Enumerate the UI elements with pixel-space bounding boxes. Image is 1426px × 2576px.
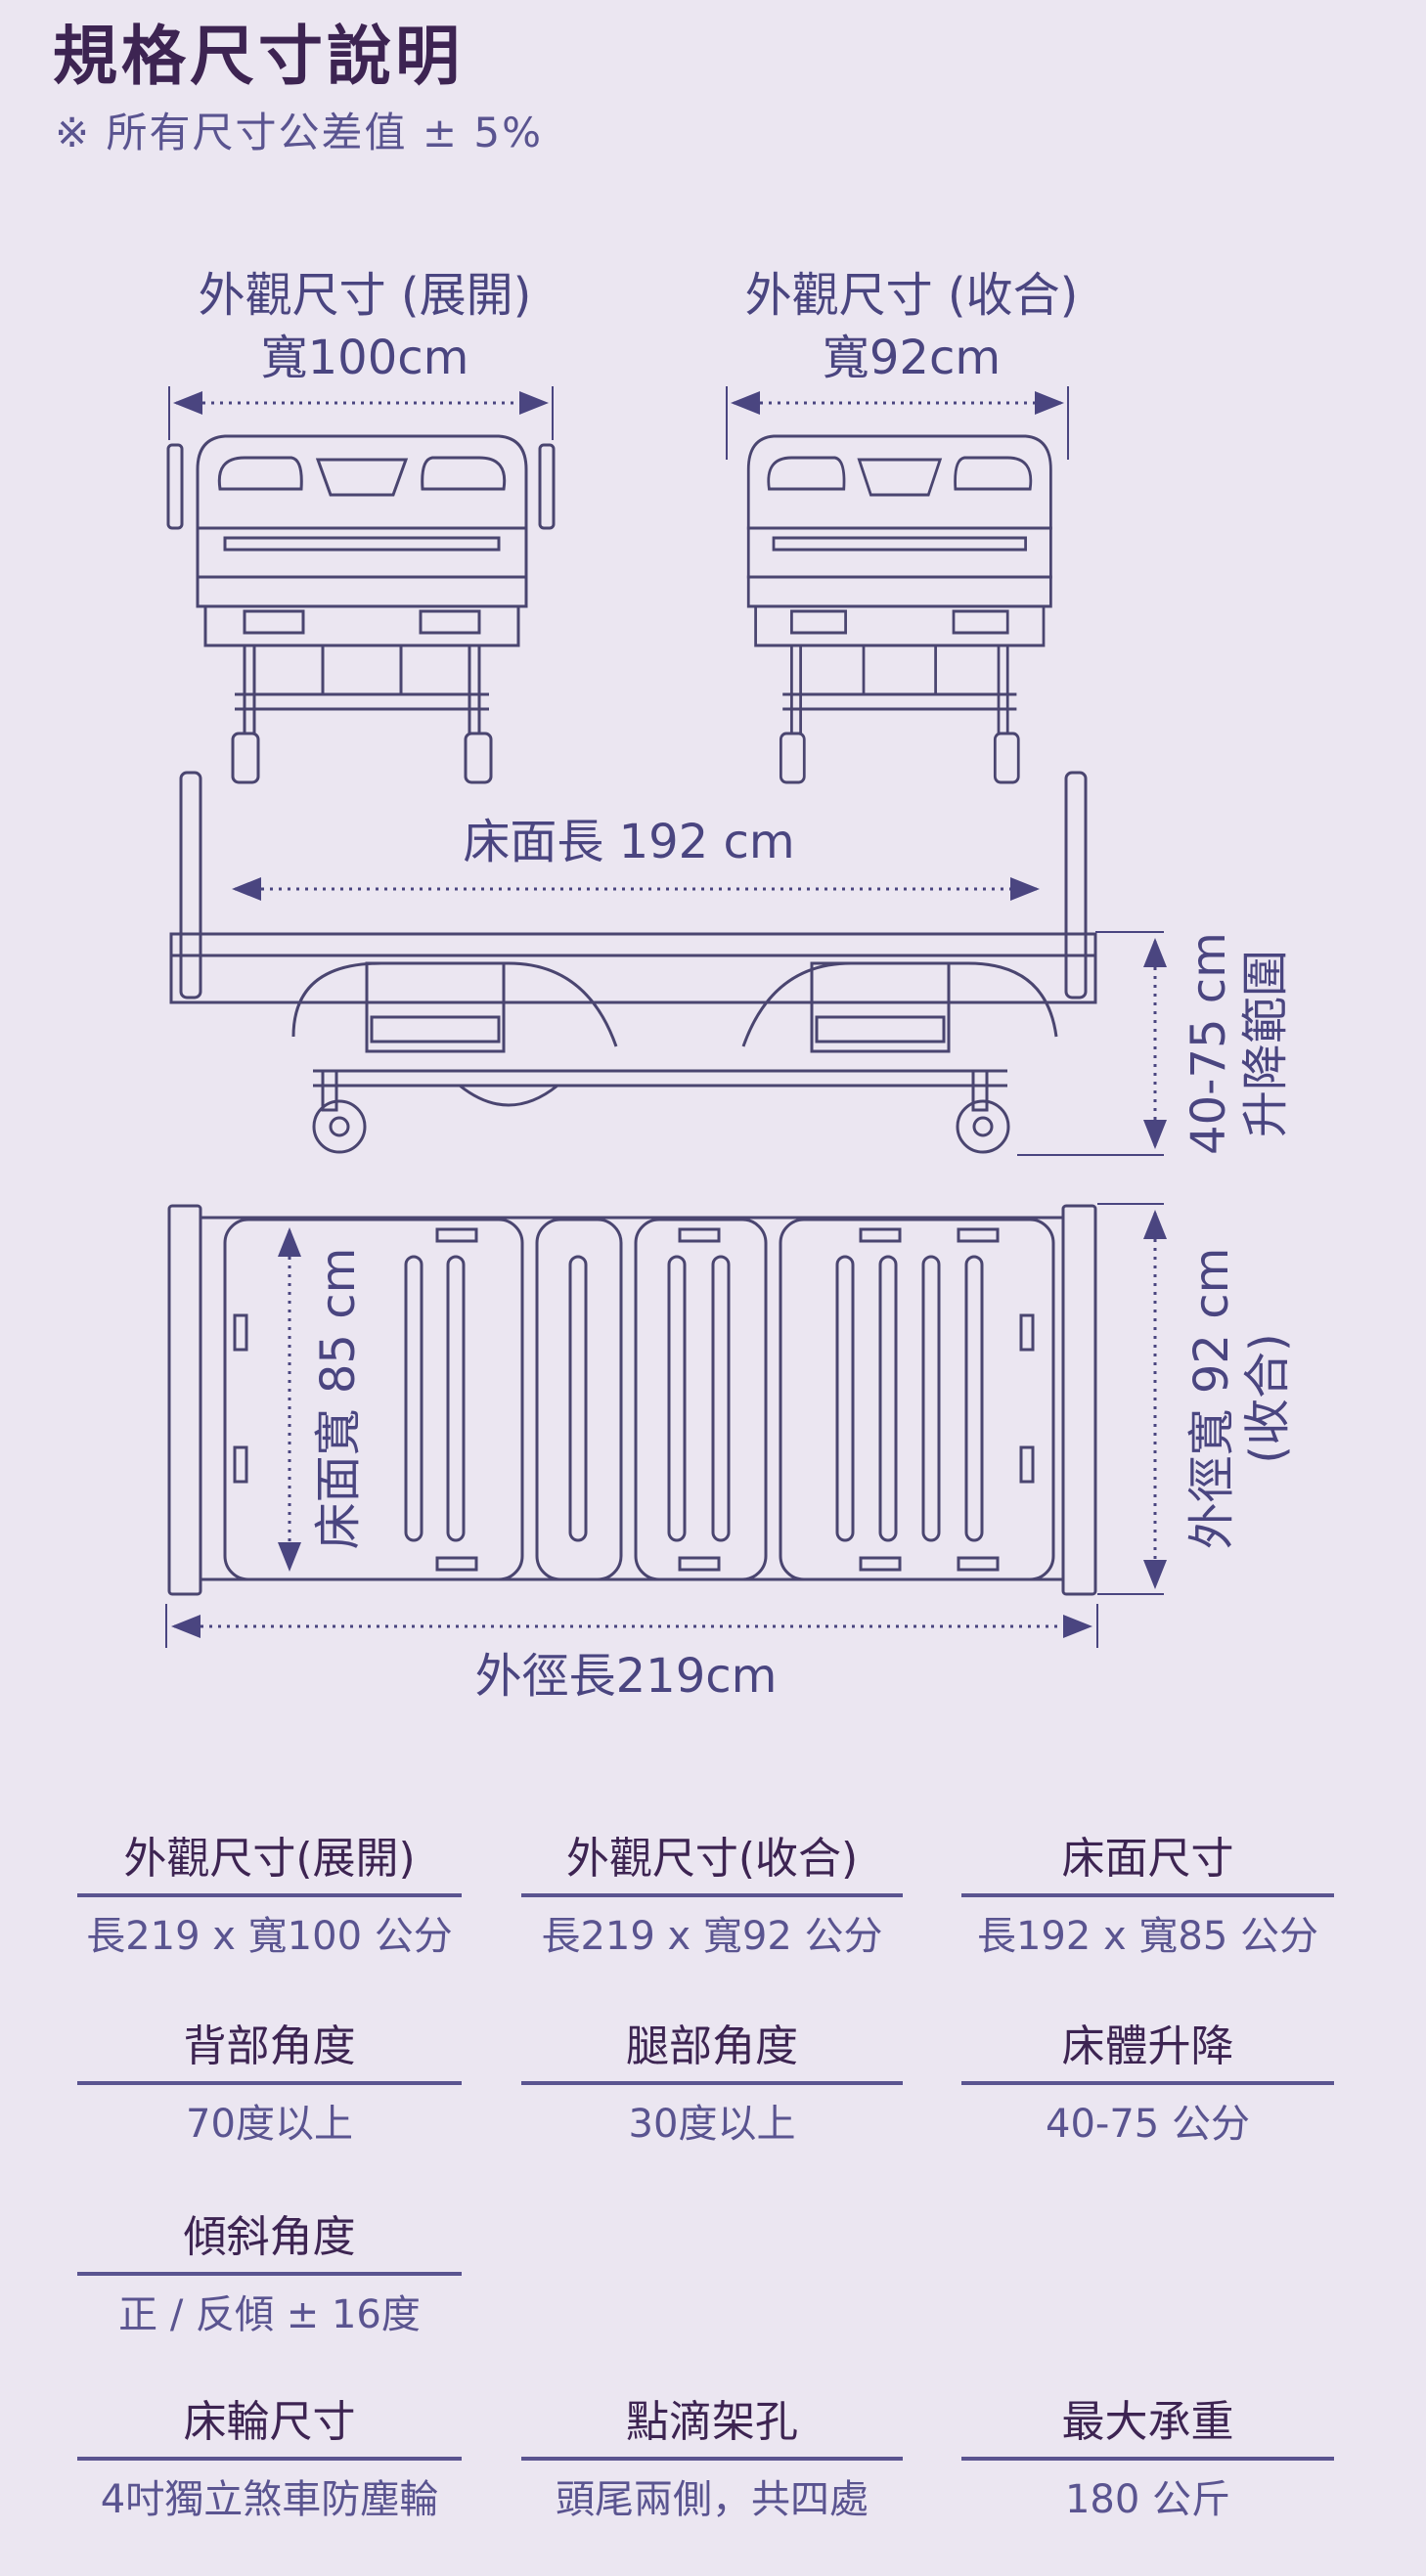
spec-value: 長219 x 寬100 公分 <box>86 1914 453 1959</box>
spec-item: 最大承重 180 公斤 <box>961 2394 1334 2525</box>
spec-label: 床體升降 <box>1061 2021 1234 2071</box>
divider <box>961 2457 1334 2461</box>
deck-length-label: 床面長 192 cm <box>463 815 794 869</box>
spec-label: 點滴架孔 <box>626 2397 798 2447</box>
spec-item: 背部角度 70度以上 <box>77 2019 462 2150</box>
spec-label: 背部角度 <box>183 2021 356 2071</box>
height-range-label: 升降範圍 <box>1238 950 1293 1137</box>
divider <box>521 2081 903 2085</box>
height-range-value: 40-75 cm <box>1181 932 1236 1155</box>
spec-value: 70度以上 <box>186 2102 353 2147</box>
front-folded-title: 外觀尺寸 (收合) <box>745 268 1079 323</box>
spec-item: 腿部角度 30度以上 <box>521 2019 903 2150</box>
top-view <box>165 1203 1164 1648</box>
front-expanded-width: 寬100cm <box>261 331 469 385</box>
spec-label: 腿部角度 <box>626 2021 798 2071</box>
side-view <box>169 771 1164 1156</box>
spec-value: 長192 x 寬85 公分 <box>976 1914 1319 1959</box>
divider <box>77 2457 462 2461</box>
spec-item: 外觀尺寸(收合) 長219 x 寬92 公分 <box>521 1831 903 1962</box>
spec-value: 正 / 反傾 ± 16度 <box>118 2292 421 2337</box>
divider <box>77 2272 462 2276</box>
spec-item: 傾斜角度正 / 反傾 ± 16度 <box>77 2209 462 2340</box>
spec-label: 外觀尺寸(收合) <box>565 1834 859 1884</box>
spec-value: 180 公斤 <box>1064 2477 1231 2522</box>
spec-value: 長219 x 寬92 公分 <box>541 1914 883 1959</box>
outer-width-note: (收合) <box>1240 1333 1295 1463</box>
spec-label: 床輪尺寸 <box>183 2397 356 2447</box>
spec-item: 外觀尺寸(展開) 長219 x 寬100 公分 <box>77 1831 462 1962</box>
page-title: 規格尺寸說明 <box>53 19 464 94</box>
spec-value: 頭尾兩側，共四處 <box>556 2477 869 2522</box>
spec-label: 床面尺寸 <box>1061 1834 1234 1884</box>
divider <box>521 1893 903 1897</box>
spec-label: 外觀尺寸(展開) <box>123 1834 416 1884</box>
front-view-folded: 外觀尺寸 (收合) 寬92cm <box>726 268 1079 784</box>
tolerance-note: ※ 所有尺寸公差值 ± 5% <box>55 109 544 156</box>
spec-value: 40-75 公分 <box>1046 2102 1250 2147</box>
divider <box>521 2457 903 2461</box>
spec-item: 點滴架孔頭尾兩側，共四處 <box>521 2394 903 2525</box>
front-folded-width: 寬92cm <box>823 331 1001 385</box>
spec-item: 床體升降 40-75 公分 <box>961 2019 1334 2150</box>
spec-label: 最大承重 <box>1061 2397 1234 2447</box>
outer-width-value: 外徑寬 92 cm <box>1184 1248 1239 1550</box>
deck-width-label: 床面寬 85 cm <box>311 1248 366 1550</box>
divider <box>77 1893 462 1897</box>
divider <box>77 2081 462 2085</box>
divider <box>961 2081 1334 2085</box>
bed-dimension-diagram: 外觀尺寸 (展開) 寬100cm 外觀尺寸 (收合) 寬92cm <box>165 268 1295 1704</box>
spec-label: 傾斜角度 <box>183 2212 356 2262</box>
spec-item: 床輪尺寸 4吋獨立煞車防塵輪 <box>77 2394 462 2525</box>
spec-value: 4吋獨立煞車防塵輪 <box>100 2477 439 2522</box>
front-view-expanded: 外觀尺寸 (展開) 寬100cm <box>166 268 556 784</box>
spec-item: 床面尺寸長192 x 寬85 公分 <box>961 1831 1334 1962</box>
front-expanded-title: 外觀尺寸 (展開) <box>199 268 532 323</box>
spec-value: 30度以上 <box>628 2102 796 2147</box>
outer-length-label: 外徑長219cm <box>475 1649 778 1704</box>
divider <box>961 1893 1334 1897</box>
